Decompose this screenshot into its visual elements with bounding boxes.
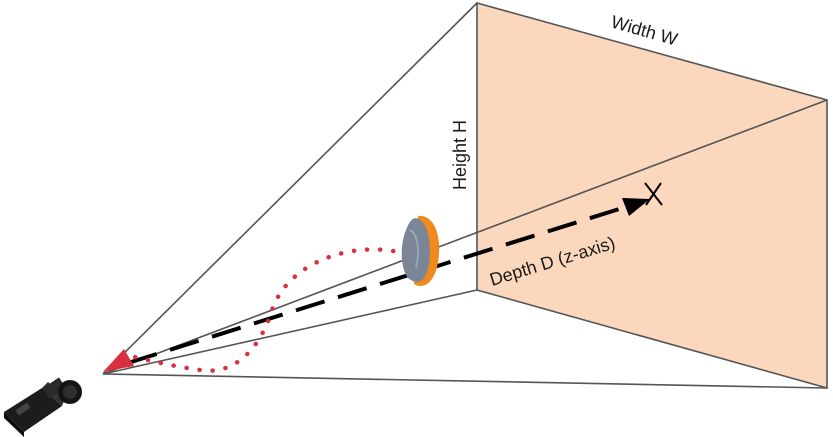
edge-top-right: [102, 99, 828, 375]
edge-bottom-left: [102, 289, 478, 375]
edge-top-left: [102, 2, 478, 375]
dotted-path: [127, 247, 409, 373]
cross-marker-icon: [644, 182, 663, 206]
camera-icon: [4, 377, 82, 437]
dotted-path-arrowhead: [103, 349, 134, 372]
target-object-icon: [401, 215, 440, 286]
edge-bottom-right: [102, 373, 828, 389]
frustum-edges: [102, 2, 828, 389]
depth-axis-arrowhead: [622, 198, 650, 216]
height-label: Height H: [450, 120, 470, 190]
depth-axis: [127, 203, 633, 365]
